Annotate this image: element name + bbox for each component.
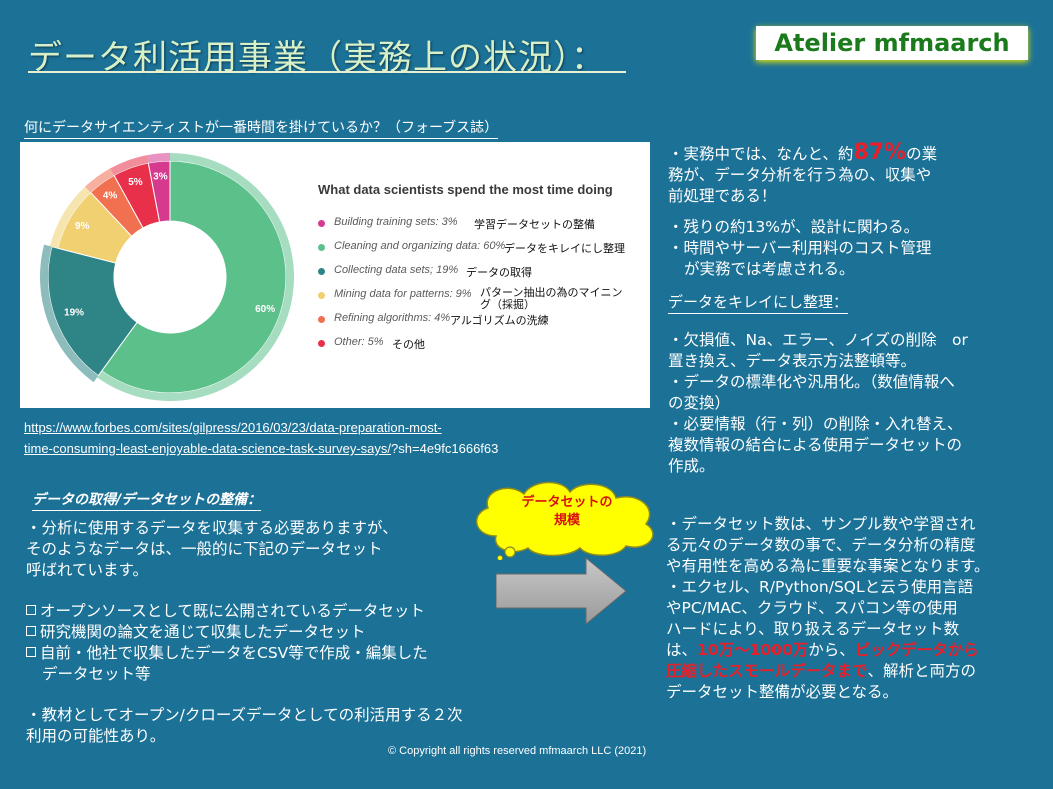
legend-swatch xyxy=(318,316,325,323)
legend-label: Building training sets: 3% xyxy=(334,216,458,228)
checkbox-icon xyxy=(26,647,36,657)
legend-swatch xyxy=(318,244,325,251)
acquisition-intro-line: ・分析に使用するデータを収集する必要ありますが、 xyxy=(26,519,398,537)
legend-label-jp: データの取得 xyxy=(466,266,532,279)
donut-value-label: 60% xyxy=(255,304,275,315)
brand-logo: Atelier mfmaarch xyxy=(756,26,1028,60)
cleaning-line: ・欠損値、Na、エラー、ノイズの削除 or xyxy=(668,331,968,349)
acquisition-item: 研究機関の論文を通じて収集したデータセット xyxy=(26,622,506,643)
donut-slice-band xyxy=(39,244,99,383)
source-url-suffix: ?sh=4e9fc1666f63 xyxy=(391,441,499,456)
scale-line: や有用性を高める為に重要な事案となります。 xyxy=(666,557,990,575)
summary-line5: ・時間やサーバー利用料のコスト管理 xyxy=(668,239,932,257)
donut-slice-band xyxy=(49,186,91,249)
scale-block: ・データセット数は、サンプル数や学習される元々のデータ数の事で、データ分析の精度… xyxy=(666,514,1051,703)
donut-value-label: 5% xyxy=(128,177,143,188)
source-url-line2[interactable]: time-consuming-least-enjoyable-data-scie… xyxy=(24,441,392,456)
chart-title: What data scientists spend the most time… xyxy=(318,182,613,197)
legend-swatch xyxy=(318,220,325,227)
summary-block: ・実務中では、なんと、約87%の業 務が、データ分析を行う為の、収集や 前処理で… xyxy=(668,142,1048,280)
legend-swatch xyxy=(318,292,325,299)
cleaning-line: の変換） xyxy=(668,394,731,412)
legend-label-jp: パターン抽出の為のマイニング（採掘） xyxy=(480,286,623,311)
scale-smalldata: 圧縮したスモールデータまで xyxy=(666,662,868,680)
checkbox-icon xyxy=(26,605,36,615)
acquisition-outro-line: ・教材としてオープン/クローズデータとしての利活用する２次 xyxy=(26,706,463,724)
acquisition-item-text: オープンソースとして既に公開されているデータセット xyxy=(40,602,425,620)
cleaning-line: ・必要情報（行・列）の削除・入れ替え、 xyxy=(668,415,963,433)
cleaning-heading: データをキレイにし整理： xyxy=(668,291,849,314)
acquisition-item-text: 自前・他社で収集したデータをCSV等で作成・編集した xyxy=(40,644,428,662)
scale-line9: データセット整備が必要となる。 xyxy=(666,683,899,701)
scale-line: ・エクセル、R/Python/SQLと云う使用言語 xyxy=(666,578,974,596)
cloud-line2: 規模 xyxy=(553,513,580,528)
acquisition-item: 自前・他社で収集したデータをCSV等で作成・編集した xyxy=(26,643,506,664)
legend-swatch xyxy=(318,268,325,275)
donut-hole xyxy=(114,221,226,333)
summary-line2: 務が、データ分析を行う為の、収集や xyxy=(668,166,932,184)
legend-label-jp: アルゴリズムの洗練 xyxy=(450,314,549,327)
summary-line1b: の業 xyxy=(906,145,938,163)
cleaning-line: 置き換え、データ表示方法整頓等。 xyxy=(668,352,917,370)
acquisition-block: ・分析に使用するデータを収集する必要ありますが、そのようなデータは、一般的に下記… xyxy=(26,518,506,747)
source-url-line1[interactable]: https://www.forbes.com/sites/gilpress/20… xyxy=(24,420,442,435)
legend-label-jp: 学習データセットの整備 xyxy=(474,218,595,231)
donut-value-label: 19% xyxy=(64,308,84,319)
donut-chart: 3% 60% 19% 9% 4% 5% xyxy=(39,153,295,402)
legend-label: Other: 5% xyxy=(334,336,384,348)
acquisition-outro-line: 利用の可能性あり。 xyxy=(26,727,166,745)
scale-line7a: は、 xyxy=(666,641,698,659)
acquisition-item3-cont: データセット等 xyxy=(42,665,151,683)
chart-panel: 3% 60% 19% 9% 4% 5% What data scientists spen… xyxy=(20,142,650,408)
acquisition-intro-line: 呼ばれています。 xyxy=(26,561,148,579)
summary-line4: ・残りの約13%が、設計に関わる。 xyxy=(668,218,920,236)
scale-line: る元々のデータ数の事で、データ分析の精度 xyxy=(666,536,976,554)
scale-line: ・データセット数は、サンプル数や学習され xyxy=(666,515,976,533)
source-url[interactable]: https://www.forbes.com/sites/gilpress/20… xyxy=(24,417,634,459)
scale-line7b: から、 xyxy=(808,641,855,659)
acquisition-heading: データの取得/データセットの整備： xyxy=(32,489,262,511)
donut-value-label: 4% xyxy=(103,190,118,201)
legend-label: Mining data for patterns: 9% xyxy=(334,288,472,300)
donut-value-label: 3% xyxy=(153,171,168,182)
highlight-87: 87% xyxy=(853,140,907,165)
legend-label: Refining algorithms: 4% xyxy=(334,312,451,324)
acquisition-intro-line: そのようなデータは、一般的に下記のデータセット xyxy=(26,540,383,558)
scale-bigdata: ビックデータから xyxy=(854,641,979,659)
right-arrow-icon xyxy=(496,556,627,626)
legend-label: Cleaning and organizing data: 60% xyxy=(334,240,506,252)
cloud-line1: データセットの xyxy=(521,495,613,510)
donut-slice-band xyxy=(85,168,115,193)
legend-label-jp: データをキレイにし整理 xyxy=(504,242,625,255)
acquisition-item-text: 研究機関の論文を通じて収集したデータセット xyxy=(40,623,366,641)
scale-line8b: 、解析と両方の xyxy=(867,662,977,680)
cleaning-line: 作成。 xyxy=(668,457,715,475)
scale-line: やPC/MAC、クラウド、スパコン等の使用 xyxy=(666,599,958,617)
acquisition-item: オープンソースとして既に公開されているデータセット xyxy=(26,601,506,622)
legend-label: Collecting data sets; 19% xyxy=(334,264,459,276)
cleaning-block: ・欠損値、Na、エラー、ノイズの削除 or 置き換え、データ表示方法整頓等。・デー… xyxy=(668,330,1048,477)
donut-slice-band xyxy=(110,155,149,176)
donut-value-label: 9% xyxy=(75,221,90,232)
cleaning-line: 複数情報の結合による使用データセットの xyxy=(668,436,963,454)
scale-line: ハードにより、取り扱えるデータセット数 xyxy=(666,620,960,638)
legend-label-jp: その他 xyxy=(392,338,425,351)
title-underline xyxy=(28,71,626,73)
donut-slice-band xyxy=(146,153,170,164)
copyright-footer: © Copyright all rights reserved mfmaarch… xyxy=(388,745,647,757)
checkbox-icon xyxy=(26,626,36,636)
summary-line6: が実務では考慮される。 xyxy=(684,260,855,278)
scale-range: 10万～1000万 xyxy=(697,641,809,659)
cloud-callout xyxy=(476,481,654,560)
legend-swatch xyxy=(318,340,325,347)
summary-line3: 前処理である！ xyxy=(668,187,777,205)
cloud-text: データセットの 規模 xyxy=(492,494,642,530)
cleaning-line: ・データの標準化や汎用化。（数値情報へ xyxy=(668,373,955,391)
summary-line1a: ・実務中では、なんと、約 xyxy=(668,145,854,163)
chart-heading: 何にデータサイエンティストが一番時間を掛けているか？（フォーブス誌） xyxy=(24,117,499,139)
